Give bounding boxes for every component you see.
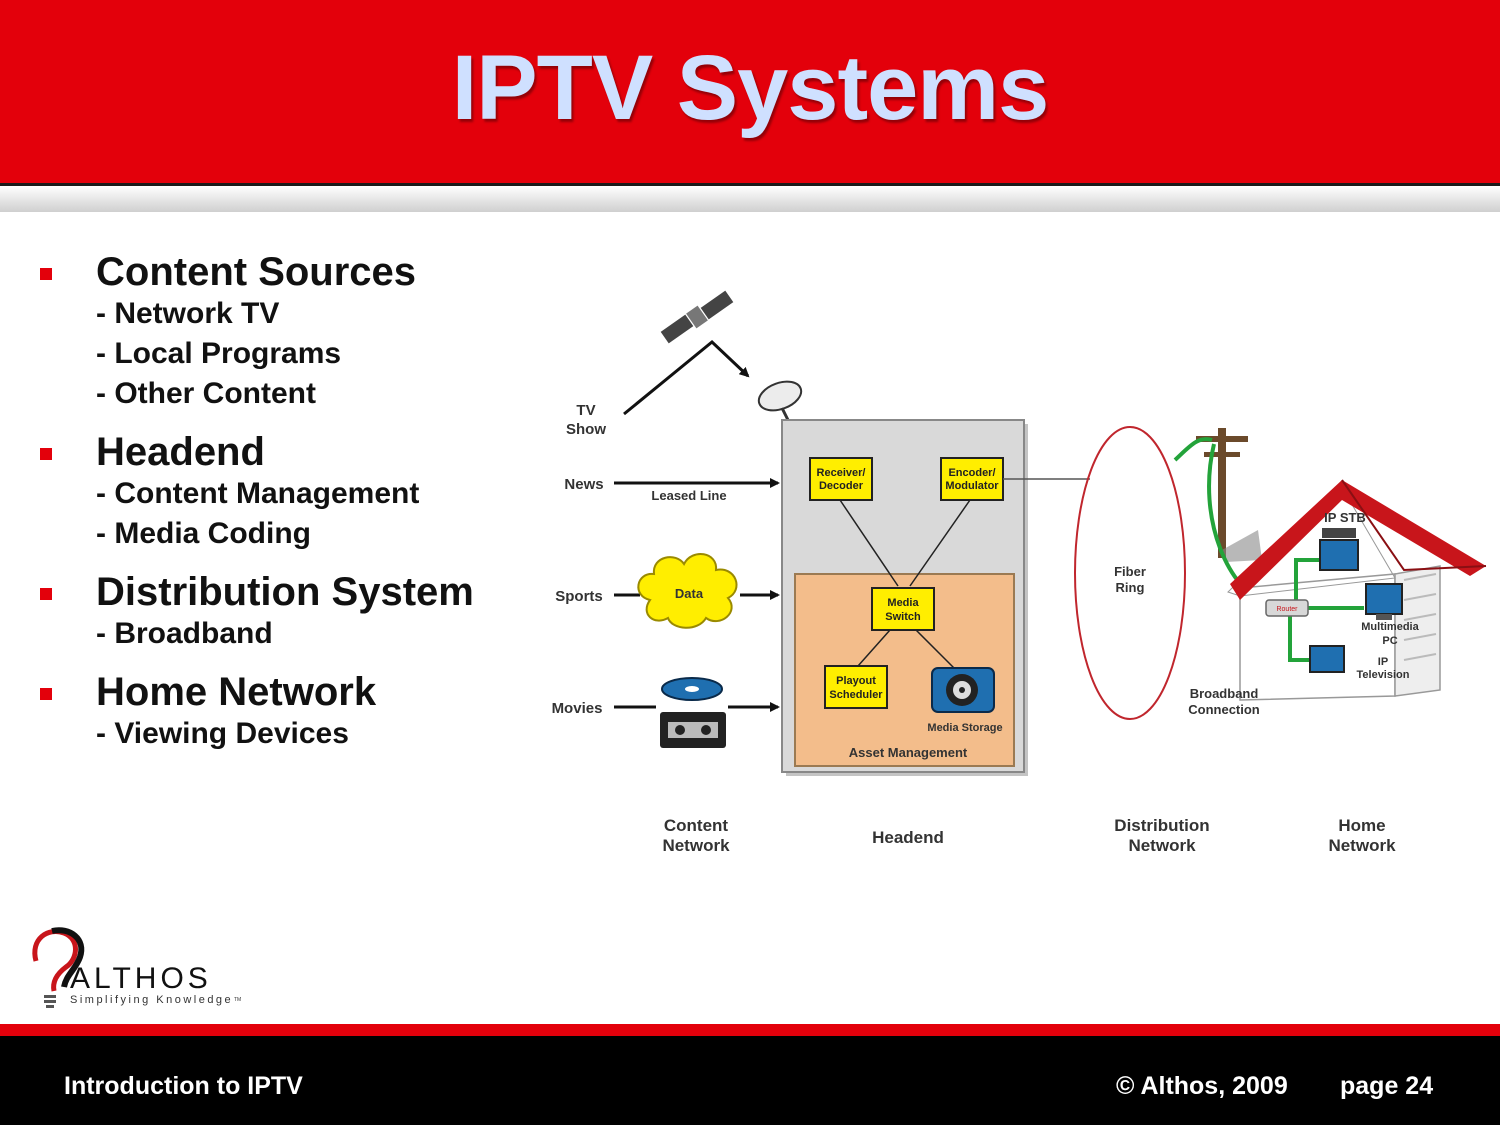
label-data: Data <box>675 586 704 601</box>
label-switch-line1: Media <box>887 597 919 609</box>
bullet-square-icon <box>40 688 52 700</box>
connector-switch-playout <box>857 629 891 667</box>
label-fiber-line1: Fiber <box>1114 564 1146 579</box>
label-playout-line1: Playout <box>836 675 876 687</box>
connector-switch-storage <box>915 629 959 673</box>
label-broadband-line2: Connection <box>1188 702 1260 717</box>
ip-television-icon <box>1309 645 1345 673</box>
caption-content-line2: Network <box>662 836 730 855</box>
bullet-content-sources: Content Sources - Network TV - Local Pro… <box>36 250 536 414</box>
footer-bar: Introduction to IPTV © Althos, 2009 page… <box>0 1036 1500 1125</box>
label-ip-stb: IP STB <box>1324 510 1366 525</box>
footer-copyright: © Althos, 2009 <box>1116 1072 1288 1100</box>
connector-receiver-switch <box>839 499 899 587</box>
label-encoder-line2: Modulator <box>945 480 999 492</box>
bullet-list: Content Sources - Network TV - Local Pro… <box>36 250 536 770</box>
label-iptv-line1: IP <box>1378 656 1388 668</box>
footer-red-stripe <box>0 1024 1500 1036</box>
label-fiber-line2: Ring <box>1116 580 1145 595</box>
logo-wordmark: ALTHOS <box>70 962 212 995</box>
bullet-subitem: - Other Content <box>96 377 316 410</box>
satellite-link-arrow <box>623 340 750 416</box>
bullet-subitem: - Network TV <box>96 297 280 330</box>
receiver-decoder-box: Receiver/ Decoder <box>809 457 873 501</box>
bullet-subitem: - Broadband <box>96 617 273 650</box>
caption-headend: Headend <box>872 828 944 847</box>
label-pc-line2: PC <box>1382 635 1397 647</box>
lan-cable-stb <box>1294 558 1320 604</box>
satellite-dish-icon <box>757 380 803 425</box>
caption-home-line1: Home <box>1338 816 1385 835</box>
bullet-heading: Content Sources <box>96 250 417 294</box>
bullet-home-network: Home Network - Viewing Devices <box>36 670 536 754</box>
label-switch-line2: Switch <box>885 611 921 623</box>
bullet-square-icon <box>40 448 52 460</box>
caption-distribution-line1: Distribution <box>1114 816 1209 835</box>
bullet-heading: Headend <box>96 430 265 474</box>
lan-cable-tv <box>1288 614 1310 662</box>
logo-trademark: TM <box>234 997 241 1003</box>
footer-page-number: page 24 <box>1340 1072 1434 1100</box>
utility-pole-icon <box>1196 428 1262 562</box>
bullet-distribution-system: Distribution System - Broadband <box>36 570 536 654</box>
bullet-square-icon <box>40 268 52 280</box>
footer-course-title: Introduction to IPTV <box>64 1072 303 1100</box>
bullet-subitem: - Media Coding <box>96 517 311 550</box>
label-leased-line: Leased Line <box>651 488 726 503</box>
router-label: Router <box>1276 606 1298 613</box>
label-receiver-line2: Decoder <box>819 480 864 492</box>
encoder-modulator-box: Encoder/ Modulator <box>940 457 1004 501</box>
bullet-heading: Home Network <box>96 670 377 714</box>
althos-logo: ALTHOS Simplifying Knowledge TM <box>32 927 241 1008</box>
bullet-subitem: - Local Programs <box>96 337 342 370</box>
caption-distribution-line2: Network <box>1128 836 1196 855</box>
bullet-subitem: - Viewing Devices <box>96 717 349 750</box>
light-bulb-icon <box>44 995 56 1008</box>
label-media-storage: Media Storage <box>927 722 1002 734</box>
bullet-heading: Distribution System <box>96 570 474 614</box>
router-icon: Router <box>1265 599 1309 617</box>
ip-stb-tv-icon <box>1319 528 1359 571</box>
multimedia-pc-icon <box>1365 583 1403 620</box>
label-news: News <box>564 476 603 493</box>
label-movies: Movies <box>552 700 603 717</box>
disc-icon <box>661 677 723 701</box>
label-broadband-line1: Broadband <box>1190 686 1259 701</box>
fiber-ring <box>1074 426 1186 720</box>
label-tv-show-line1: TV <box>576 402 595 419</box>
media-switch-box: Media Switch <box>871 587 935 631</box>
fiber-to-pole-cable <box>1173 437 1213 462</box>
media-storage-icon <box>931 667 995 713</box>
caption-home-line2: Network <box>1328 836 1396 855</box>
logo-swoosh-icon <box>51 927 85 988</box>
connector-encoder-switch <box>909 499 971 587</box>
videotape-icon <box>660 712 726 748</box>
data-cloud-icon: Data <box>637 553 738 629</box>
label-receiver-line1: Receiver/ <box>817 467 866 479</box>
playout-scheduler-box: Playout Scheduler <box>824 665 888 709</box>
bullet-subitem: - Content Management <box>96 477 420 510</box>
label-encoder-line1: Encoder/ <box>948 467 995 479</box>
bullet-headend: Headend - Content Management - Media Cod… <box>36 430 536 554</box>
iptv-system-diagram: TV Show News Sports Movies Leased Line D… <box>552 290 1487 855</box>
caption-content-line1: Content <box>664 816 729 835</box>
bullet-square-icon <box>40 588 52 600</box>
logo-question-mark-icon <box>32 929 78 992</box>
label-sports: Sports <box>555 588 603 605</box>
label-tv-show-line2: Show <box>566 421 606 438</box>
label-pc-line1: Multimedia <box>1361 621 1419 633</box>
slide-title: IPTV Systems <box>451 37 1050 139</box>
label-asset-management: Asset Management <box>849 745 968 760</box>
satellite-icon <box>660 290 734 344</box>
label-iptv-line2: Television <box>1357 669 1410 681</box>
title-bar: IPTV Systems <box>0 0 1500 186</box>
title-shadow-band <box>0 186 1500 212</box>
logo-tagline: Simplifying Knowledge <box>70 994 233 1006</box>
label-playout-line2: Scheduler <box>829 689 883 701</box>
